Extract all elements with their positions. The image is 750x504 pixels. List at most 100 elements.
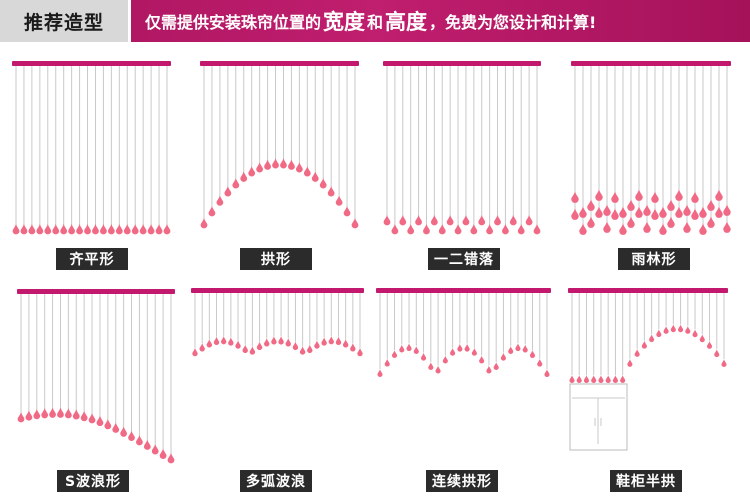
crystal-bead (707, 216, 715, 228)
curtain-rod (191, 288, 364, 293)
crystal-bead (479, 355, 485, 364)
crystal-bead (571, 191, 579, 203)
crystal-bead (295, 162, 303, 173)
crystal-bead (100, 224, 107, 235)
crystal-bead (502, 224, 509, 235)
crystal-bead (446, 215, 454, 226)
crystal-bead (683, 221, 691, 233)
crystal-bead (450, 348, 456, 356)
crystal-bead (651, 208, 659, 220)
crystal-bead (213, 336, 220, 345)
crystal-bead (155, 224, 163, 235)
crystal-bead (242, 344, 248, 354)
crystal-bead (192, 348, 198, 357)
slogan-part2: ，免费为您设计和计算! (429, 13, 597, 32)
crystal-bead (438, 224, 446, 235)
crystal-bead (603, 221, 611, 233)
crystal-bead (200, 218, 208, 229)
crystal-bead (509, 215, 517, 226)
curtain-rod (12, 61, 171, 66)
slogan-and: 和 (367, 13, 384, 32)
crystal-bead (271, 336, 277, 345)
crystal-bead (699, 206, 707, 218)
curtain-rod (376, 288, 551, 293)
crystal-bead (272, 158, 279, 169)
crystal-bead (92, 224, 99, 235)
crystal-bead (643, 204, 651, 216)
crystal-bead (407, 224, 415, 235)
crystal-bead (159, 448, 167, 459)
crystal-bead (685, 326, 691, 334)
crystal-bead (136, 435, 143, 446)
crystal-bead (232, 178, 240, 189)
crystal-bead (591, 375, 597, 384)
crystal-bead (36, 224, 44, 235)
crystal-bead (576, 375, 582, 384)
crystal-bead (525, 215, 533, 226)
recommended-styles-tag: 推荐造型 (0, 0, 131, 42)
crystal-bead (683, 204, 691, 216)
crystal-bead (691, 208, 699, 220)
crystal-bead (663, 326, 669, 334)
crystal-bead (428, 362, 434, 371)
crystal-bead (335, 336, 342, 345)
crystal-bead (256, 341, 263, 351)
crystal-bead (60, 224, 68, 235)
crystal-bead (627, 359, 633, 367)
crystal-bead (343, 206, 351, 217)
crystal-bead (508, 346, 514, 354)
crystal-bead (285, 338, 291, 347)
label-multi-arc-wave: 多弧波浪 (240, 470, 312, 492)
crystal-bead (611, 208, 619, 220)
crystal-bead (264, 159, 271, 170)
crystal-bead (692, 329, 698, 338)
crystal-bead (627, 216, 635, 228)
crystal-bead (470, 224, 478, 235)
crystal-bead (462, 215, 470, 226)
label-s-wave: S波浪形 (57, 470, 129, 492)
crystal-bead (486, 365, 492, 374)
crystal-bead (328, 336, 335, 345)
crystal-bead (216, 195, 224, 206)
crystal-bead (656, 329, 662, 338)
crystal-bead (515, 343, 521, 352)
crystal-bead (587, 216, 595, 228)
crystal-bead (88, 413, 96, 424)
crystal-bead (723, 221, 731, 233)
crystal-bead (280, 158, 287, 169)
crystal-bead (220, 336, 227, 345)
label-flat: 齐平形 (56, 248, 128, 270)
crystal-bead (228, 337, 234, 346)
crystal-bead (493, 362, 499, 371)
crystal-bead (670, 324, 676, 333)
crystal-bead (292, 341, 299, 351)
crystal-bead (303, 166, 311, 177)
crystal-bead (84, 224, 91, 235)
crystal-bead (517, 224, 525, 235)
crystal-bead (64, 408, 72, 419)
crystal-bead (112, 422, 120, 433)
crystal-bead (49, 407, 56, 418)
label-staggered: 一二错落 (428, 248, 500, 270)
crystal-bead (264, 338, 270, 347)
crystal-bead (522, 344, 528, 353)
crystal-bead (571, 208, 579, 220)
crystal-bead (423, 224, 430, 235)
crystal-bead (321, 337, 327, 346)
label-shoe-cabinet-half-arch: 鞋柜半拱 (610, 470, 682, 492)
crystal-bead (288, 159, 295, 170)
crystal-bead (579, 206, 587, 218)
crystal-bead (500, 352, 506, 361)
crystal-bead (649, 334, 655, 343)
crystal-bead (96, 415, 104, 427)
crystal-bead (123, 224, 131, 235)
curtain-rod (17, 289, 175, 294)
crystal-bead (342, 339, 349, 348)
crystal-bead (12, 224, 20, 235)
crystal-bead (415, 215, 422, 226)
crystal-bead (583, 375, 590, 384)
crystal-bead (391, 350, 398, 359)
crystal-bead (635, 189, 643, 201)
crystal-bead (52, 224, 60, 235)
crystal-bead (391, 224, 399, 235)
